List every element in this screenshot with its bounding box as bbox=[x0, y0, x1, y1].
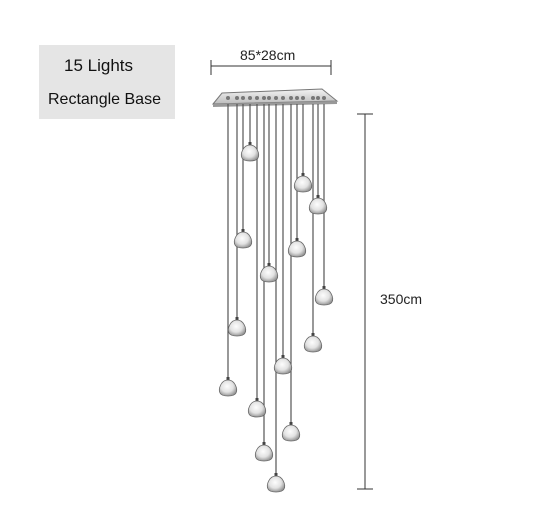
pendant-lights bbox=[219, 142, 333, 493]
glass-shade bbox=[274, 357, 292, 375]
pendant-light bbox=[228, 317, 246, 337]
pendant-cap bbox=[311, 333, 315, 337]
glass-shade bbox=[267, 475, 285, 493]
pendant-light bbox=[234, 229, 252, 249]
glass-shade bbox=[309, 197, 327, 215]
width-dimension-label: 85*28cm bbox=[240, 47, 296, 63]
pendant-light bbox=[248, 398, 266, 418]
glass-shade bbox=[282, 424, 300, 442]
height-dimension-line bbox=[357, 113, 373, 490]
canopy-attachment-points bbox=[226, 96, 326, 100]
canopy-attachment-dot bbox=[289, 96, 293, 100]
pendant-cap bbox=[295, 238, 299, 242]
pendant-light bbox=[267, 473, 285, 493]
pendant-light bbox=[315, 286, 333, 306]
light-count-label: 15 Lights bbox=[64, 56, 133, 75]
pendant-cap bbox=[226, 377, 230, 381]
base-shape-label: Rectangle Base bbox=[48, 91, 161, 108]
canopy-attachment-dot bbox=[281, 96, 285, 100]
width-dimension-line bbox=[210, 60, 332, 75]
pendant-cap bbox=[281, 355, 285, 359]
glass-shade bbox=[304, 335, 322, 353]
glass-shade bbox=[248, 400, 266, 418]
pendant-cap bbox=[241, 229, 245, 233]
canopy-attachment-dot bbox=[311, 96, 315, 100]
pendant-cap bbox=[235, 317, 239, 321]
pendant-cap bbox=[248, 142, 252, 146]
pendant-light bbox=[309, 195, 327, 215]
pendant-cap bbox=[316, 195, 320, 199]
pendant-cap bbox=[289, 422, 293, 426]
pendant-light bbox=[294, 173, 312, 193]
pendant-cap bbox=[255, 398, 259, 402]
glass-shade bbox=[260, 265, 278, 283]
canopy-attachment-dot bbox=[241, 96, 245, 100]
glass-shade bbox=[288, 240, 306, 258]
canopy-attachment-dot bbox=[322, 96, 326, 100]
canopy-attachment-dot bbox=[301, 96, 305, 100]
pendant-cap bbox=[322, 286, 326, 290]
pendant-cap bbox=[274, 473, 278, 477]
pendant-cap bbox=[267, 263, 271, 267]
canopy-attachment-dot bbox=[255, 96, 259, 100]
pendant-light bbox=[304, 333, 322, 353]
pendant-cords bbox=[227, 104, 325, 474]
pendant-light bbox=[219, 377, 237, 397]
glass-shade bbox=[228, 319, 246, 337]
pendant-light bbox=[274, 355, 292, 375]
canopy-attachment-dot bbox=[316, 96, 320, 100]
pendant-light bbox=[260, 263, 278, 283]
pendant-cap bbox=[301, 173, 305, 177]
glass-shade bbox=[255, 444, 273, 462]
glass-shade bbox=[294, 175, 312, 193]
glass-shade bbox=[315, 288, 333, 306]
canopy-attachment-dot bbox=[295, 96, 299, 100]
pendant-light bbox=[288, 238, 306, 258]
pendant-light bbox=[255, 442, 273, 462]
pendant-light bbox=[282, 422, 300, 442]
canopy-attachment-dot bbox=[267, 96, 271, 100]
canopy-attachment-dot bbox=[226, 96, 230, 100]
canopy-attachment-dot bbox=[235, 96, 239, 100]
glass-shade bbox=[234, 231, 252, 249]
glass-shade bbox=[241, 144, 259, 162]
pendant-cap bbox=[262, 442, 266, 446]
canopy-attachment-dot bbox=[262, 96, 266, 100]
canopy-attachment-dot bbox=[274, 96, 278, 100]
canopy-attachment-dot bbox=[248, 96, 252, 100]
glass-shade bbox=[219, 379, 237, 397]
spec-label-box bbox=[39, 45, 175, 119]
pendant-light bbox=[241, 142, 259, 162]
height-dimension-label: 350cm bbox=[380, 291, 423, 307]
